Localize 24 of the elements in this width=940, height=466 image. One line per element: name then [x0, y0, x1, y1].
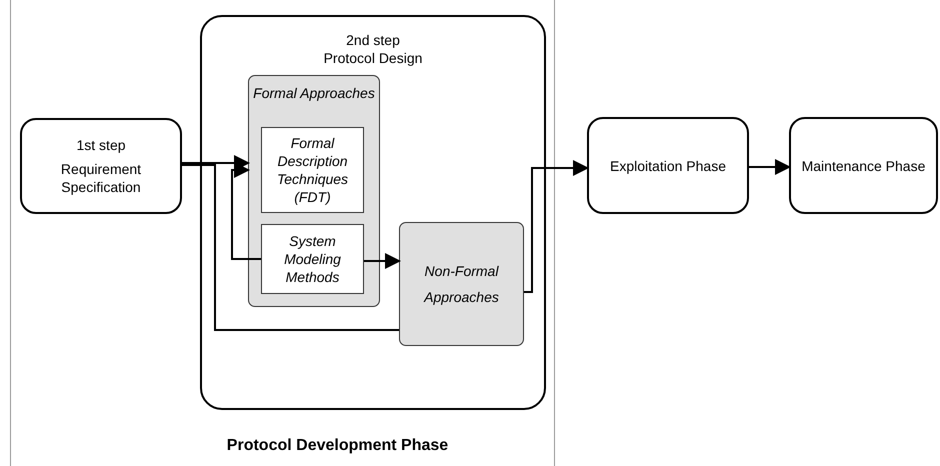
arrow — [364, 253, 401, 269]
arrow — [749, 159, 791, 175]
process-box — [789, 117, 938, 214]
approach-box — [399, 222, 524, 346]
process-box — [20, 118, 182, 214]
approach-box — [248, 75, 380, 307]
box-label: Exploitation Phase — [610, 156, 726, 174]
box-label: Requirement Specification — [60, 160, 142, 196]
process-box — [587, 117, 749, 214]
stage-box — [200, 15, 546, 410]
arrow — [524, 160, 589, 293]
phase-band — [10, 0, 555, 466]
method-box — [261, 127, 364, 213]
phase-title: Protocol Development Phase — [226, 437, 448, 455]
box-heading: Formal Approaches — [253, 84, 375, 102]
box-heading: 2nd step — [346, 31, 400, 49]
box-label: Formal Description Techniques (FDT) — [276, 134, 350, 206]
box-label: Maintenance Phase — [802, 156, 926, 174]
connector-line — [182, 164, 399, 331]
box-heading: 1st step — [76, 136, 126, 154]
box-label: System Modeling Methods — [283, 232, 342, 286]
method-box — [261, 224, 364, 294]
box-label: Non-Formal Approaches — [422, 262, 500, 307]
box-label: Protocol Design — [324, 49, 422, 67]
